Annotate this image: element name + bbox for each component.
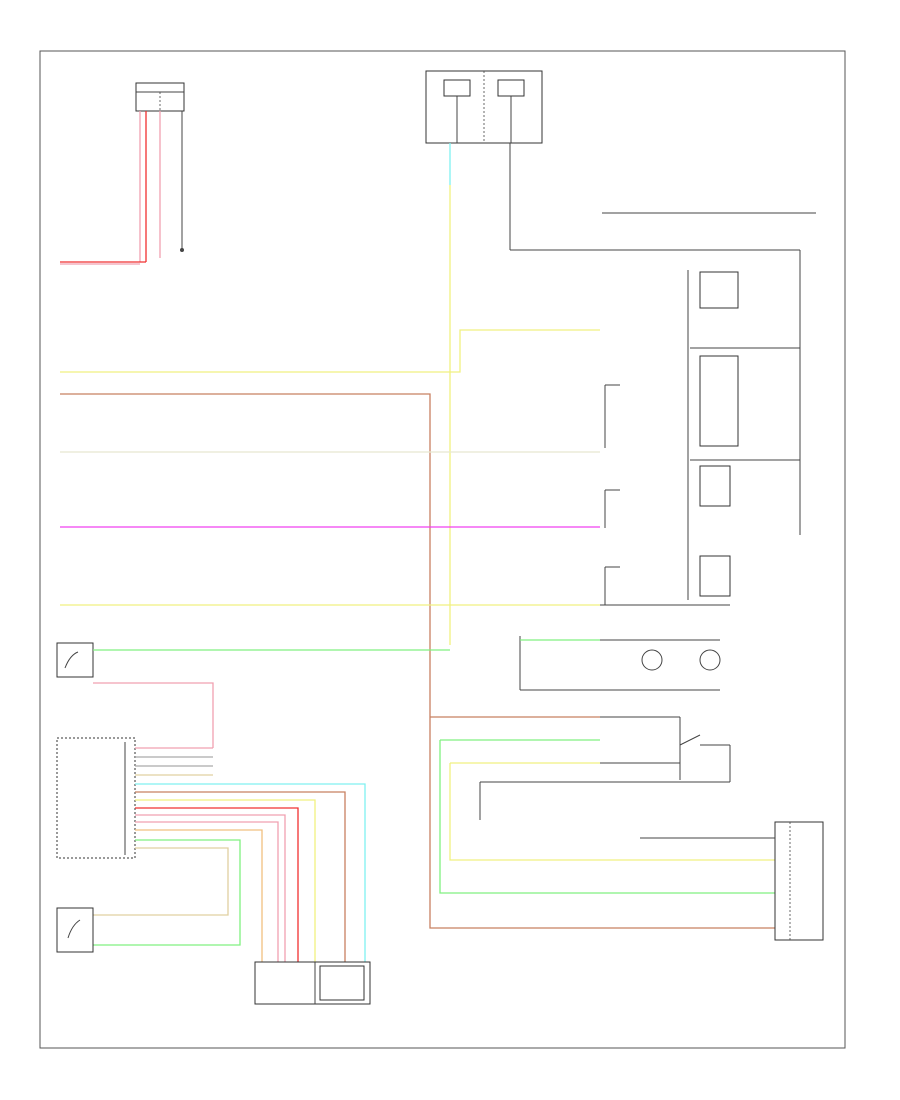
main-connector xyxy=(56,737,136,859)
relay-switch-area xyxy=(430,716,775,894)
left-sensor-top xyxy=(56,642,94,678)
wire-yellow-white xyxy=(60,329,600,373)
bottom-center-connector xyxy=(254,961,371,1005)
top-center-fuse-box xyxy=(425,70,543,144)
diagram-frame xyxy=(39,50,846,1049)
top-left-module xyxy=(60,82,185,265)
wire-pink-sensor xyxy=(93,682,214,748)
wire-orange-brown xyxy=(60,393,775,929)
switch-stack xyxy=(604,270,800,605)
connector-wires xyxy=(93,747,366,962)
lamp-area xyxy=(519,636,721,691)
left-sensor-bottom xyxy=(56,907,94,953)
bottom-right-module xyxy=(640,821,824,941)
